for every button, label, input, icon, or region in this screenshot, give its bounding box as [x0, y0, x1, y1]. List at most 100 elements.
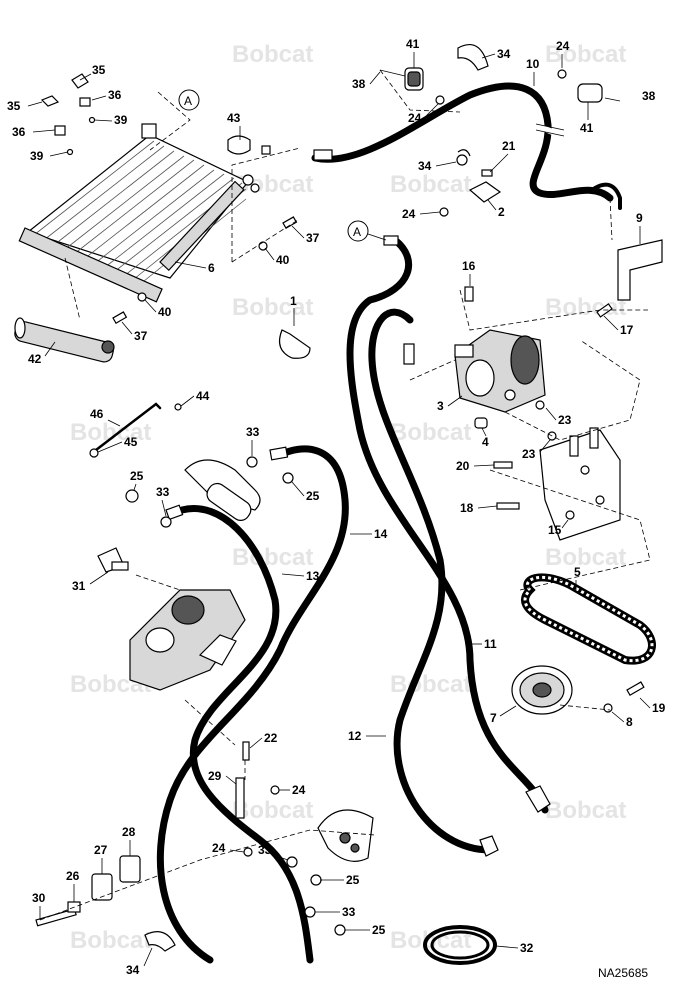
hose-fitting	[269, 446, 289, 461]
callout-38: 38	[352, 77, 366, 91]
compressor	[454, 329, 546, 413]
callout-32: 32	[520, 941, 534, 955]
callout-24: 24	[212, 841, 226, 855]
hose-fitting	[525, 785, 551, 813]
hardware-left	[40, 73, 311, 359]
callout-37: 37	[134, 329, 148, 343]
callout-43: 43	[227, 111, 241, 125]
callout-26: 26	[66, 869, 80, 883]
callout-29: 29	[208, 769, 222, 783]
callout-5: 5	[574, 565, 581, 579]
callout-23: 23	[558, 413, 572, 427]
callout-33: 33	[156, 485, 170, 499]
callout-14: 14	[374, 527, 388, 541]
callout-18: 18	[460, 501, 474, 515]
hose-fitting	[479, 835, 499, 857]
callout-9: 9	[636, 211, 643, 225]
watermark: Bobcat	[232, 41, 313, 68]
watermark: Bobcat	[232, 797, 313, 824]
hose-12	[368, 308, 494, 854]
callout-25: 25	[372, 923, 386, 937]
callout-28: 28	[122, 825, 136, 839]
callout-24: 24	[556, 39, 570, 53]
assembly-lines	[39, 69, 651, 921]
hose-fitting	[383, 235, 399, 246]
condenser-fitting	[242, 174, 254, 186]
hose-fitting	[165, 504, 184, 521]
hose-clamp-icon	[144, 931, 176, 952]
callout-16: 16	[462, 259, 476, 273]
mount-bracket-lower	[317, 809, 374, 862]
callout-2: 2	[498, 205, 505, 219]
callout-27: 27	[94, 843, 108, 857]
watermark: Bobcat	[545, 797, 626, 824]
lower-left-hardware	[35, 741, 280, 952]
callout-34: 34	[126, 963, 140, 977]
condenser-assembly	[18, 123, 260, 303]
hose-fitting	[403, 343, 415, 365]
bracket-icon	[227, 135, 251, 155]
callout-19: 19	[652, 701, 666, 715]
callout-37: 37	[306, 231, 320, 245]
hose-clamp-icon	[279, 329, 311, 359]
callout-33: 33	[258, 843, 272, 857]
watermark: Bobcat	[70, 419, 151, 446]
callout-34: 34	[497, 47, 511, 61]
callout-35: 35	[92, 63, 106, 77]
figure-id: NA25685	[598, 966, 648, 980]
bracket-icon	[71, 73, 89, 89]
callout-33: 33	[342, 905, 356, 919]
condenser-top-fitting	[141, 123, 157, 139]
callout-10: 10	[526, 57, 540, 71]
callout-46: 46	[90, 407, 104, 421]
callout-45: 45	[124, 435, 138, 449]
callout-4: 4	[482, 435, 489, 449]
hose-10	[311, 82, 614, 202]
callout-33: 33	[246, 425, 260, 439]
hose-fitting	[313, 149, 333, 161]
clamp-34-top	[457, 44, 489, 71]
callout-15: 15	[548, 523, 562, 537]
condenser-bottom-tank	[18, 227, 163, 303]
callout-41: 41	[580, 121, 594, 135]
pulley	[511, 665, 573, 715]
hose-13	[178, 505, 314, 964]
watermark: Bobcat	[232, 294, 313, 321]
callout-44: 44	[196, 389, 210, 403]
callout-17: 17	[620, 323, 634, 337]
callout-24: 24	[408, 111, 422, 125]
callout-22: 22	[264, 731, 278, 745]
callout-8: 8	[626, 715, 633, 729]
hose-support-2	[439, 149, 502, 217]
reference-marker-a: A	[178, 89, 200, 111]
hose-roll	[423, 925, 497, 965]
reference-marker-a: A	[347, 220, 387, 242]
callout-42: 42	[28, 352, 42, 366]
callout-31: 31	[72, 579, 86, 593]
callout-21: 21	[502, 139, 516, 153]
watermark-layer: Bobcat Bobcat Bobcat Bobcat Bobcat Bobca…	[70, 41, 626, 954]
receiver-drier	[14, 317, 115, 363]
drive-belt	[521, 573, 656, 665]
callout-12: 12	[348, 729, 362, 743]
svg-text:A: A	[184, 94, 192, 108]
watermark: Bobcat	[390, 671, 471, 698]
fitting-31	[97, 547, 129, 573]
mounting-bracket	[539, 427, 621, 541]
callout-labels: 35 35 36 36 39 39 43 6 37 40 40 37 42 1 …	[7, 37, 666, 977]
watermark: Bobcat	[390, 419, 471, 446]
callout-40: 40	[276, 253, 290, 267]
hose-11	[346, 236, 549, 814]
callout-36: 36	[12, 125, 26, 139]
bracket-41-top	[379, 67, 445, 105]
callout-23: 23	[522, 447, 536, 461]
rod-46	[94, 402, 162, 452]
callout-24: 24	[402, 207, 416, 221]
condenser-side-tank	[159, 180, 245, 272]
callout-39: 39	[30, 149, 44, 163]
callout-13: 13	[306, 569, 320, 583]
callout-39: 39	[114, 113, 128, 127]
bracket-9	[617, 239, 663, 301]
callout-24: 24	[292, 783, 306, 797]
